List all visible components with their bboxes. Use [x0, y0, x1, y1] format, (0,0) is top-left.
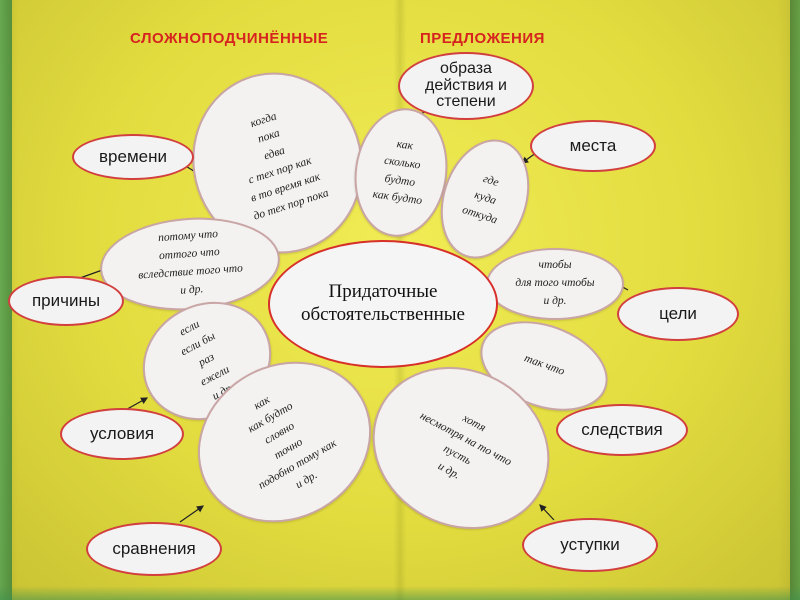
- category-manner-line-3: степени: [436, 93, 496, 111]
- center-line-2: обстоятельственные: [301, 304, 465, 325]
- title-right: ПРЕДЛОЖЕНИЯ: [420, 30, 545, 47]
- petal-purpose-item: для того чтобы: [515, 277, 595, 290]
- category-concession-label: уступки: [560, 535, 620, 554]
- petal-manner-item: как: [395, 138, 414, 153]
- petal-cause-item: и др.: [179, 282, 204, 297]
- category-cause-label: причины: [31, 291, 101, 310]
- category-concession: уступки: [522, 518, 658, 572]
- connector-concession: [539, 504, 555, 521]
- category-condition-label: условия: [89, 424, 155, 443]
- right-page-edge: [790, 0, 800, 600]
- petal-purpose: чтобы для того чтобы и др.: [486, 248, 624, 320]
- category-cause: причины: [8, 276, 124, 326]
- bottom-page-edge: [0, 586, 800, 600]
- category-consequence: следствия: [556, 404, 688, 456]
- category-time-label: времени: [99, 147, 167, 166]
- category-place-label: места: [569, 136, 617, 155]
- connector-comparison: [179, 505, 204, 523]
- category-consequence-label: следствия: [581, 420, 663, 439]
- category-comparison-label: сравнения: [112, 539, 196, 558]
- title-left: СЛОЖНОПОДЧИНЁННЫЕ: [130, 30, 329, 47]
- petal-consequence-item: так что: [522, 352, 567, 378]
- petal-purpose-item: и др.: [543, 294, 567, 307]
- category-comparison: сравнения: [86, 522, 222, 576]
- category-purpose: цели: [617, 287, 739, 341]
- category-manner: образа действия и степени: [398, 52, 534, 120]
- left-page-edge: [0, 0, 12, 600]
- category-purpose-label: цели: [659, 304, 697, 323]
- category-manner-line-2: действия и: [425, 76, 507, 94]
- category-manner-line-1: образа: [440, 59, 492, 77]
- petal-purpose-item: чтобы: [538, 259, 572, 272]
- category-condition: условия: [60, 408, 184, 460]
- center-line-1: Придаточные: [328, 281, 438, 303]
- category-time: времени: [72, 134, 194, 180]
- center-node: Придаточные обстоятельственные: [268, 240, 498, 368]
- petal-manner-item: как будто: [371, 188, 423, 208]
- category-place: места: [530, 120, 656, 172]
